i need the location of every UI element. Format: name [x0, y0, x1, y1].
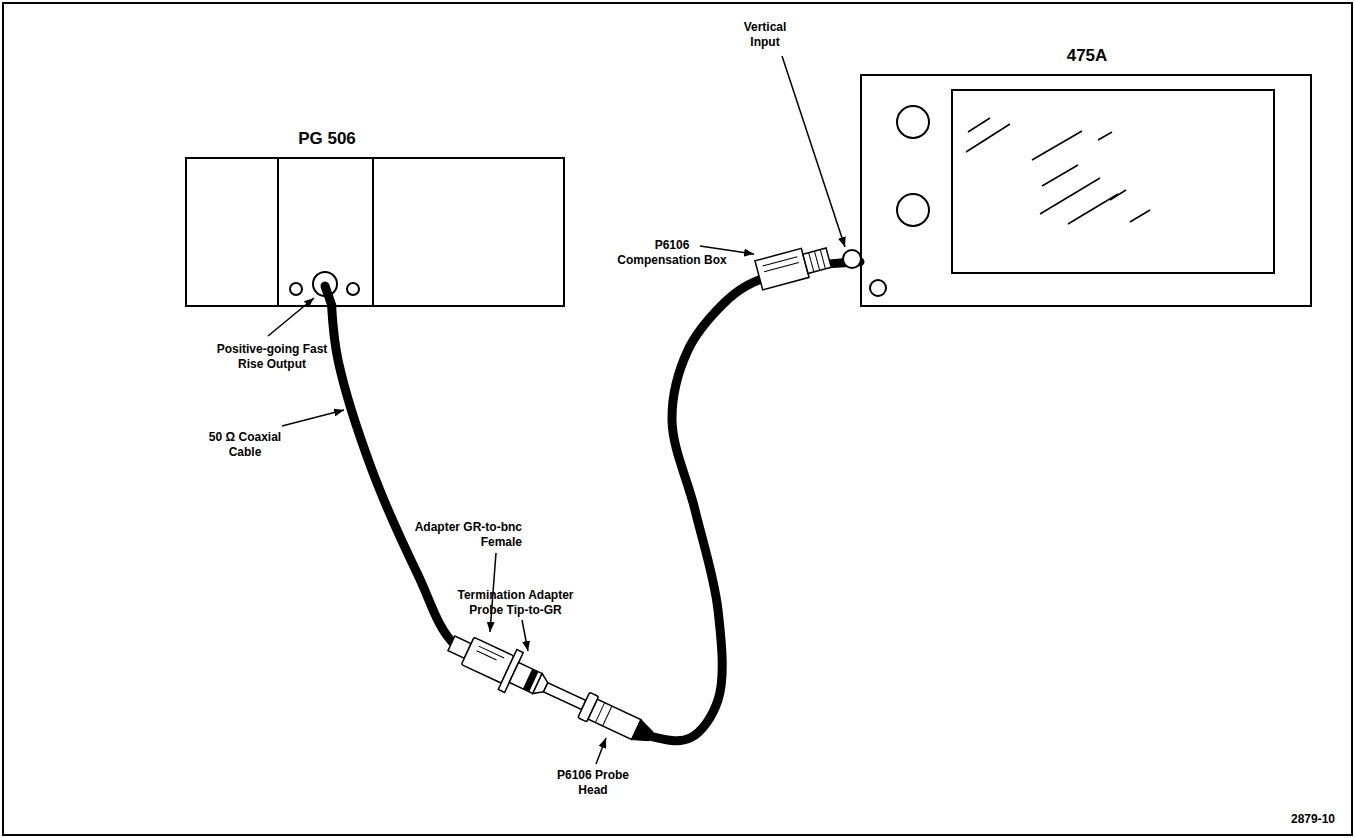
glare-line — [966, 124, 1010, 152]
glare-line — [1040, 178, 1100, 214]
probe-strain-relief — [632, 720, 656, 747]
compensation-box — [755, 242, 832, 290]
part-label: Positive-going Fast Rise Output — [216, 342, 328, 372]
panel-connector — [290, 283, 302, 295]
comp-box-body — [755, 248, 809, 289]
part-label: P6106 Probe Head — [555, 768, 631, 798]
knurl-line — [809, 253, 814, 272]
scope-panel — [870, 90, 1274, 296]
glare-line — [1110, 190, 1126, 200]
cable-stub — [325, 286, 332, 306]
leader-line — [596, 738, 606, 764]
probe-assembly — [442, 623, 660, 756]
glare-line — [1130, 210, 1150, 222]
figure-number: 2879-10 — [1263, 812, 1335, 827]
panel-connector — [347, 283, 359, 295]
leader-line — [782, 56, 845, 247]
knurl-line — [820, 250, 825, 269]
part-label: P6106 Compensation Box — [613, 238, 731, 268]
glare-line — [1032, 131, 1082, 160]
part-label: 50 Ω Coaxial Cable — [200, 430, 290, 460]
probe-tip-shaft — [544, 683, 586, 710]
leader-line — [700, 246, 754, 254]
control-knob — [897, 194, 929, 226]
glare-line — [1068, 194, 1118, 224]
bnc-knurl — [803, 248, 831, 274]
probe-head-body — [588, 699, 641, 739]
figure-frame — [3, 3, 1352, 835]
adapter-detail — [479, 646, 504, 658]
adapter-detail — [477, 651, 497, 660]
part-label: Termination Adapter Probe Tip-to-GR — [448, 588, 583, 618]
glare-line — [968, 118, 990, 132]
control-knob — [897, 106, 929, 138]
probe-groove — [603, 706, 612, 726]
leader-lines — [268, 56, 845, 764]
leader-line — [522, 620, 528, 651]
control-knob — [870, 280, 886, 296]
crt-screen — [952, 90, 1274, 273]
knurl-line — [814, 251, 819, 270]
instrument-name: PG 506 — [298, 129, 356, 149]
glare-line — [1098, 132, 1112, 140]
instrument-box: PG 506 — [185, 157, 565, 307]
instrument-box: 475A — [860, 74, 1312, 307]
part-label: Adapter GR-to-bnc Female — [412, 520, 522, 550]
comp-box-detail — [764, 263, 799, 272]
probe-groove — [595, 703, 604, 723]
panel-divider — [277, 157, 279, 307]
pg506-panel — [278, 157, 373, 307]
leader-line — [282, 410, 344, 426]
panel-divider — [372, 157, 374, 307]
vertical-input-connector — [843, 250, 861, 268]
part-label: Vertical Input — [730, 20, 800, 50]
screen-glare — [966, 118, 1150, 224]
instrument-name: 475A — [1067, 46, 1108, 66]
coaxial-cable — [332, 262, 860, 741]
leader-line — [268, 298, 314, 336]
glare-line — [1042, 165, 1078, 186]
